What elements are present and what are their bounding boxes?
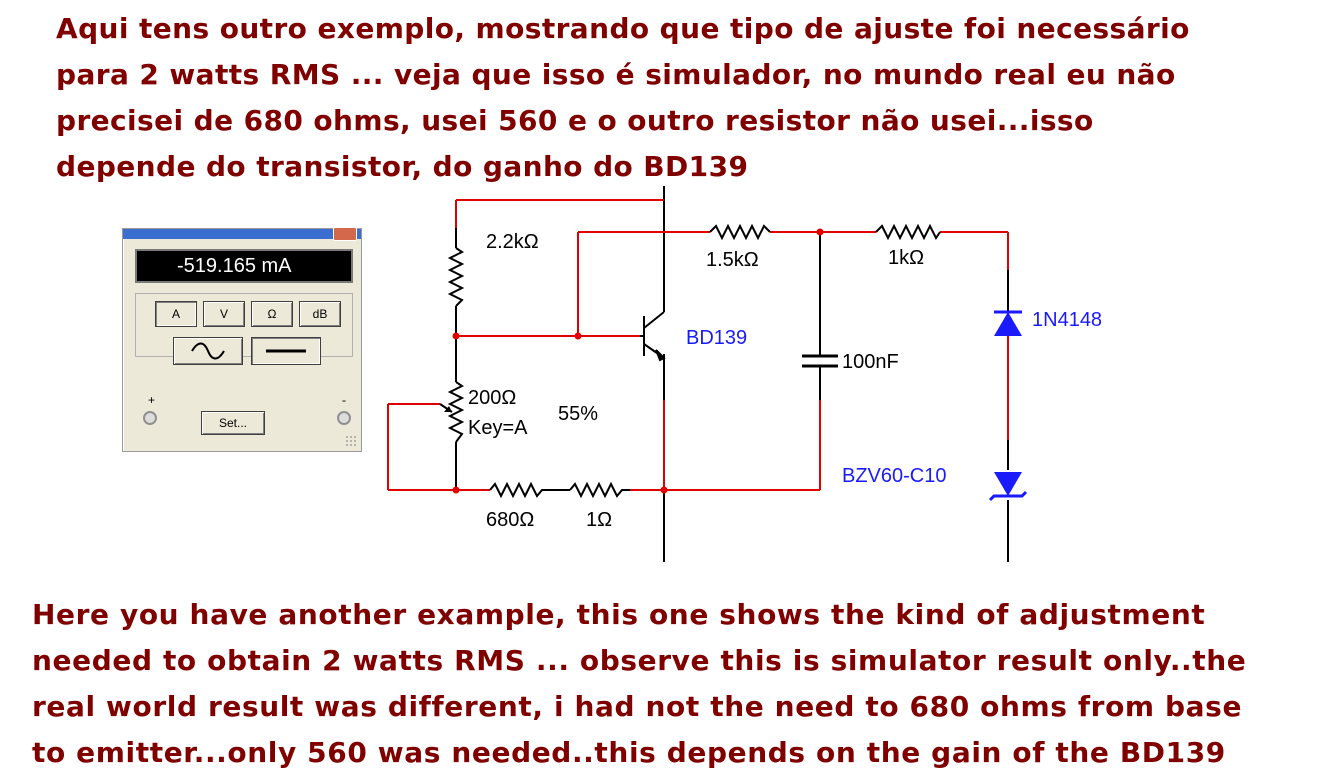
sine-wave-icon xyxy=(191,342,225,360)
zener-label: BZV60-C10 xyxy=(842,465,947,487)
pot-key-label: Key=A xyxy=(468,417,528,439)
ac-mode-button[interactable] xyxy=(173,337,243,365)
en-line-4: to emitter...only 560 was needed..this d… xyxy=(32,736,1226,769)
multimeter-titlebar[interactable] xyxy=(123,229,361,239)
resistor-r5 xyxy=(569,481,630,499)
multimeter-display: -519.165 mA xyxy=(135,249,353,283)
zener-diode xyxy=(988,472,1028,502)
negative-terminal-label: - xyxy=(342,393,346,407)
voltmeter-mode-button[interactable]: V xyxy=(203,301,245,327)
r2-label: 1.5kΩ xyxy=(706,249,759,271)
resistor-r1 xyxy=(447,247,465,307)
resistor-r4 xyxy=(489,481,570,499)
resistor-r3 xyxy=(875,223,941,241)
dc-line-icon xyxy=(266,349,306,353)
ohmmeter-mode-button[interactable]: Ω xyxy=(251,301,293,327)
portuguese-paragraph: Aqui tens outro exemplo, mostrando que t… xyxy=(56,6,1190,190)
pt-line-4: depende do transistor, do ganho do BD139 xyxy=(56,150,749,183)
transistor-label: BD139 xyxy=(686,327,747,349)
capacitor-100nf xyxy=(802,300,838,370)
en-line-1: Here you have another example, this one … xyxy=(32,598,1206,631)
decibel-mode-button[interactable]: dB xyxy=(299,301,341,327)
black-wires xyxy=(455,186,1009,562)
ammeter-mode-button[interactable]: A xyxy=(155,301,197,327)
potentiometer xyxy=(447,381,465,443)
multimeter-window: -519.165 mA A V Ω dB + - Set... xyxy=(122,227,362,452)
potentiometer-wiper xyxy=(439,403,453,413)
diode-1n4148 xyxy=(994,310,1022,336)
r4-label: 680Ω xyxy=(486,509,534,531)
pot-value-label: 200Ω xyxy=(468,387,516,409)
multimeter-button-panel xyxy=(135,293,353,357)
diode-label: 1N4148 xyxy=(1032,309,1102,331)
red-wires xyxy=(387,199,1009,491)
close-icon[interactable] xyxy=(333,227,357,241)
negative-terminal[interactable] xyxy=(337,411,351,425)
pt-line-3: precisei de 680 ohms, usei 560 e o outro… xyxy=(56,104,1094,137)
r5-label: 1Ω xyxy=(586,509,612,531)
resistor-r2 xyxy=(709,223,771,241)
transistor-bd139 xyxy=(640,268,666,362)
set-button[interactable]: Set... xyxy=(201,411,265,435)
english-paragraph: Here you have another example, this one … xyxy=(32,592,1246,776)
r1-label: 2.2kΩ xyxy=(486,231,539,253)
en-line-3: real world result was different, i had n… xyxy=(32,690,1243,723)
pt-line-1: Aqui tens outro exemplo, mostrando que t… xyxy=(56,12,1190,45)
dc-mode-button[interactable] xyxy=(251,337,321,365)
resize-grip-icon[interactable] xyxy=(345,435,357,447)
pot-setting-label: 55% xyxy=(558,403,598,425)
pt-line-2: para 2 watts RMS ... veja que isso é sim… xyxy=(56,58,1176,91)
junction-dots xyxy=(452,228,824,494)
capacitor-label: 100nF xyxy=(842,351,899,373)
en-line-2: needed to obtain 2 watts RMS ... observe… xyxy=(32,644,1247,677)
r3-label: 1kΩ xyxy=(888,247,924,269)
positive-terminal[interactable] xyxy=(143,411,157,425)
positive-terminal-label: + xyxy=(148,393,156,407)
